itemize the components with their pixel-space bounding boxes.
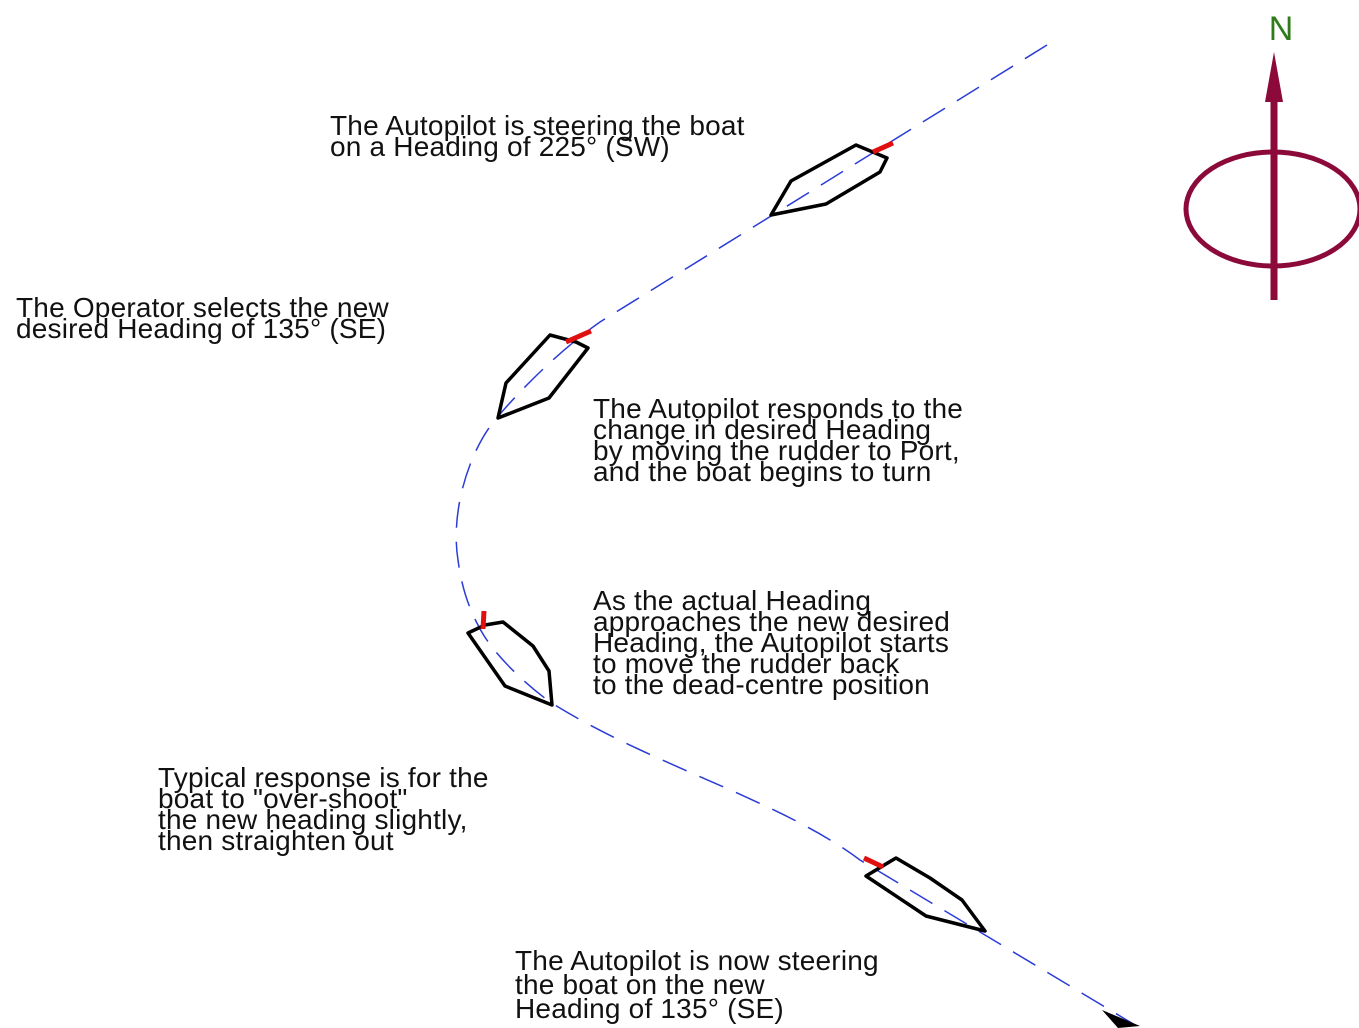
caption-approaching: As the actual Heading approaches the new… xyxy=(593,585,950,700)
course-path-line xyxy=(455,44,1136,1026)
caption-initial-heading: The Autopilot is steering the boat on a … xyxy=(330,110,745,162)
boat-4-rudder xyxy=(862,855,885,870)
caption-line: and the boat begins to turn xyxy=(593,456,932,487)
caption-line: boat to "over-shoot" xyxy=(158,783,408,814)
caption-line: then straighten out xyxy=(158,825,394,856)
boat-3-icon xyxy=(466,610,554,707)
caption-line: Heading of 135° (SE) xyxy=(515,993,784,1024)
caption-line: The Autopilot is now steering xyxy=(515,945,879,976)
boat-2-rudder xyxy=(564,328,593,345)
boat-1-rudder xyxy=(871,140,895,155)
caption-line: The Autopilot is steering the boat xyxy=(330,110,745,141)
caption-line: to the dead-centre position xyxy=(593,669,930,700)
course-arrowhead xyxy=(1102,1010,1140,1028)
caption-operator-selects: The Operator selects the new desired Hea… xyxy=(16,292,389,344)
caption-line: The Autopilot responds to the xyxy=(593,393,964,424)
boat-2-icon xyxy=(496,328,593,420)
caption-line: As the actual Heading xyxy=(593,585,872,616)
caption-line: Heading, the Autopilot starts xyxy=(593,627,950,658)
caption-line: to move the rudder back xyxy=(593,648,900,679)
caption-overshoot: Typical response is for the boat to "ove… xyxy=(158,762,489,856)
caption-line: The Operator selects the new xyxy=(16,292,389,323)
boat-1-icon xyxy=(769,140,895,217)
caption-line: Typical response is for the xyxy=(158,762,489,793)
north-label: N xyxy=(1269,10,1294,48)
caption-line: approaches the new desired xyxy=(593,606,950,637)
caption-line: by moving the rudder to Port, xyxy=(593,435,960,466)
boat-3-rudder xyxy=(480,610,487,630)
north-compass-icon: N xyxy=(1183,10,1359,300)
boat-4-icon xyxy=(862,855,987,933)
caption-line: change in desired Heading xyxy=(593,414,932,445)
caption-new-heading: The Autopilot is now steering the boat o… xyxy=(515,945,879,1024)
caption-autopilot-responds: The Autopilot responds to the change in … xyxy=(593,393,964,487)
caption-line: desired Heading of 135° (SE) xyxy=(16,313,387,344)
caption-line: the new heading slightly, xyxy=(158,804,468,835)
caption-line: on a Heading of 225° (SW) xyxy=(330,131,670,162)
caption-line: the boat on the new xyxy=(515,969,765,1000)
